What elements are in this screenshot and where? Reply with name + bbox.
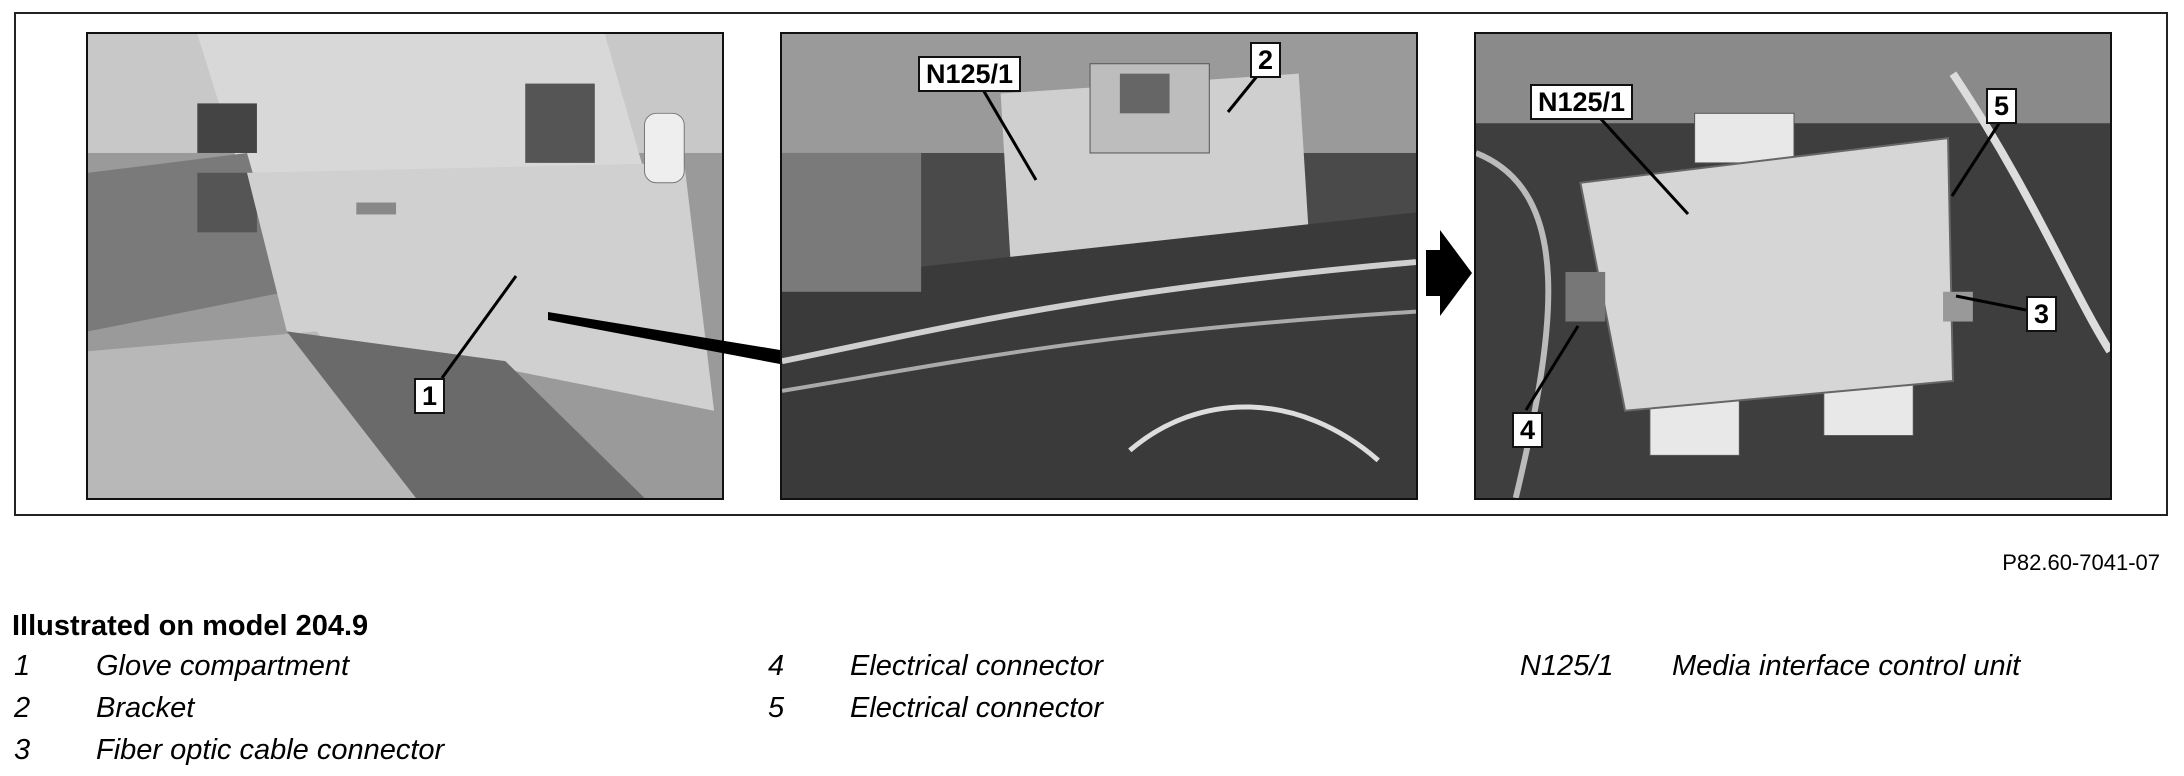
glove-compartment-illustration (88, 34, 722, 498)
legend-label: Electrical connector (850, 692, 1104, 724)
arrow-right-icon (1426, 230, 1472, 316)
photo-glove-compartment (86, 32, 724, 500)
callout-3: 3 (2026, 296, 2058, 332)
legend-label: Glove compartment (96, 650, 350, 682)
legend-label: Media interface control unit (1672, 650, 2021, 682)
legend-key: N125/1 (1520, 650, 1614, 682)
legend-title: Illustrated on model 204.9 (12, 610, 369, 642)
callout-1: 1 (414, 378, 446, 414)
legend-label: Bracket (96, 692, 195, 724)
legend-key: 4 (768, 650, 785, 682)
figure-frame (14, 12, 2168, 516)
legend-label: Electrical connector (850, 650, 1104, 682)
photo-bracket (780, 32, 1418, 500)
callout-5: 5 (1986, 88, 2018, 124)
legend-key: 1 (14, 650, 31, 682)
callout-n125-photo3: N125/1 (1530, 84, 1634, 120)
legend-label: Fiber optic cable connector (96, 734, 445, 766)
figure-code: P82.60-7041-07 (2002, 550, 2160, 575)
legend-key: 2 (14, 692, 31, 724)
legend-key: 3 (14, 734, 31, 766)
callout-n125-photo2: N125/1 (918, 56, 1022, 92)
callout-2: 2 (1250, 42, 1282, 78)
callout-4: 4 (1512, 412, 1544, 448)
bracket-illustration (782, 34, 1416, 498)
legend-key: 5 (768, 692, 785, 724)
